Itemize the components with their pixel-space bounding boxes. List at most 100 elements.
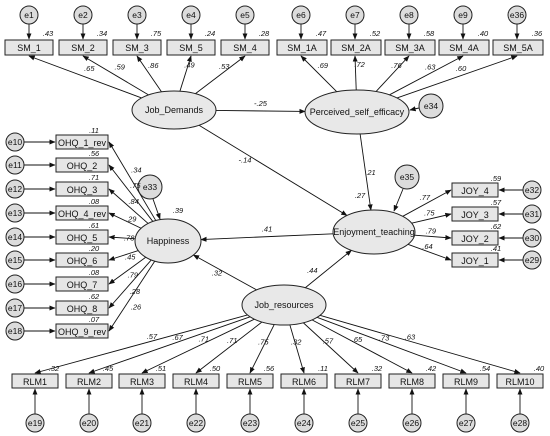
- indicator-box-rlm: [280, 373, 328, 389]
- r-squared-label: .32: [372, 364, 383, 373]
- disturbance-arrow: [152, 198, 161, 220]
- latent-job-resources: [241, 284, 327, 326]
- path-coefficient: .32: [212, 268, 223, 277]
- error-label: e24: [297, 418, 311, 428]
- loading-label: .65: [352, 335, 363, 344]
- r-squared-label: .58: [424, 29, 435, 38]
- error-circle: [402, 413, 422, 433]
- indicator-label: SM_1: [17, 43, 41, 53]
- indicator-box-ohq: [55, 323, 109, 339]
- indicator-label: RLM1: [23, 377, 47, 387]
- error-circle: [522, 204, 542, 224]
- loading-arrow: [108, 234, 136, 240]
- loading-label: .78: [124, 234, 135, 243]
- latent-happiness-label: Happiness: [147, 236, 190, 246]
- error-label: e4: [186, 10, 196, 20]
- error-label: e17: [8, 303, 22, 313]
- indicator-box-ohq: [55, 134, 109, 150]
- error-label: e14: [8, 232, 22, 242]
- error-circle: [79, 413, 99, 433]
- loading-label: .65: [84, 64, 95, 73]
- loading-arrow: [28, 55, 142, 99]
- loading-arrow: [179, 55, 192, 92]
- error-circle: [5, 227, 25, 247]
- error-circle: [522, 228, 542, 248]
- path-arrow-demands-enjoyment: [198, 124, 348, 216]
- indicator-box-rlm: [334, 373, 382, 389]
- loading-label: .67: [172, 333, 183, 342]
- loading-arrow: [311, 319, 413, 374]
- disturbance-label: e33: [143, 182, 157, 192]
- r-squared-label: .56: [89, 149, 100, 158]
- latent-perceived-self-efficacy: [304, 89, 410, 135]
- error-circle: [291, 5, 311, 25]
- error-label: e10: [8, 137, 22, 147]
- r-squared-label: .50: [210, 364, 221, 373]
- indicator-label: RLM7: [346, 377, 370, 387]
- indicator-label: RLM8: [400, 377, 424, 387]
- indicator-box-ohq: [55, 205, 109, 221]
- error-circle: [294, 413, 314, 433]
- indicator-box-sm-a: [492, 39, 544, 56]
- r-squared-label: .32: [49, 364, 60, 373]
- loading-arrow: [108, 164, 154, 222]
- r-squared-label: .24: [205, 29, 215, 38]
- error-circle: [5, 179, 25, 199]
- loading-arrow: [289, 324, 305, 374]
- indicator-box-sm: [166, 39, 216, 56]
- r-squared-label: .28: [259, 29, 270, 38]
- r-squared-label: .39: [173, 206, 184, 215]
- r-squared-label: .40: [534, 364, 545, 373]
- indicator-box-ohq: [55, 229, 109, 245]
- r-squared-label: .62: [89, 292, 100, 301]
- error-label: e19: [28, 418, 42, 428]
- indicator-box-ohq: [55, 252, 109, 268]
- latent-enjoyment-teaching: [332, 209, 416, 255]
- loading-arrow: [195, 55, 246, 95]
- error-circle: [5, 155, 25, 175]
- r-squared-label: .59: [491, 174, 502, 183]
- loading-label: .53: [219, 62, 230, 71]
- error-circle: [25, 413, 45, 433]
- indicator-box-sm: [220, 39, 270, 56]
- indicator-label: RLM2: [77, 377, 101, 387]
- error-label: e9: [458, 10, 468, 20]
- r-squared-label: .57: [491, 198, 502, 207]
- error-label: e28: [513, 418, 527, 428]
- indicator-label: OHQ_6: [67, 256, 98, 266]
- indicator-box-sm-a: [438, 39, 490, 56]
- error-circle: [5, 203, 25, 223]
- indicator-label: SM_4A: [449, 43, 479, 53]
- loading-label: .75: [258, 337, 269, 346]
- loading-arrow: [316, 316, 467, 374]
- disturbance-label: e34: [424, 101, 438, 111]
- r-squared-label: .62: [491, 222, 502, 231]
- error-circle: [345, 5, 365, 25]
- error-label: e3: [132, 10, 142, 20]
- error-label: e20: [82, 418, 96, 428]
- path-coefficient: .21: [365, 168, 375, 177]
- loading-label: .32: [291, 337, 302, 346]
- path-coefficient: -.14: [239, 155, 252, 164]
- latent-job-demands-label: Job_Demands: [145, 105, 204, 115]
- loading-label: .29: [126, 214, 137, 223]
- error-label: e18: [8, 326, 22, 336]
- latent-job-demands: [131, 90, 217, 130]
- error-label: e36: [510, 10, 524, 20]
- error-label: e31: [525, 209, 539, 219]
- indicator-label: SM_4: [233, 43, 257, 53]
- loading-arrow: [108, 256, 146, 285]
- loading-label: .73: [379, 333, 390, 342]
- indicator-box-rlm: [172, 373, 220, 389]
- indicator-label: OHQ_8: [67, 304, 98, 314]
- indicator-label: RLM4: [184, 377, 208, 387]
- indicator-label: SM_3A: [395, 43, 425, 53]
- error-label: e23: [243, 418, 257, 428]
- indicator-box-sm: [58, 39, 108, 56]
- indicator-label: OHQ_9_rev: [58, 327, 107, 337]
- error-label: e6: [296, 10, 306, 20]
- error-circle: [73, 5, 93, 25]
- loading-label: .63: [425, 62, 436, 71]
- indicator-box-rlm: [496, 373, 544, 389]
